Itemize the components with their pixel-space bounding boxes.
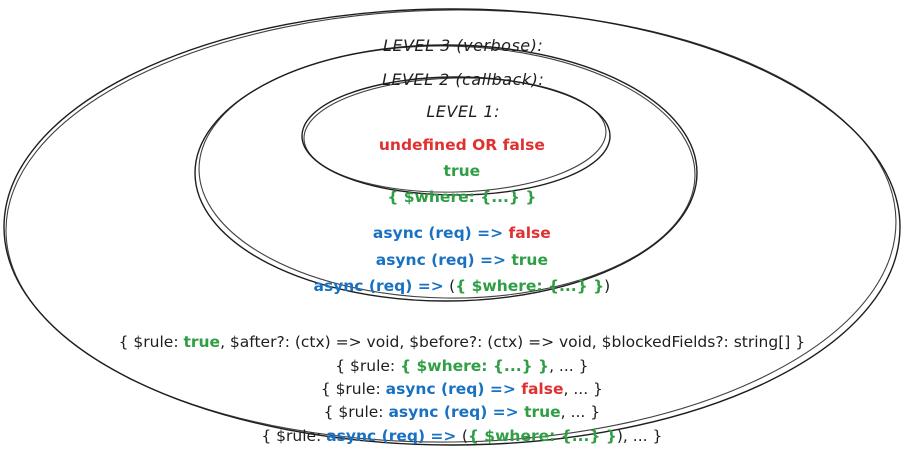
code-segment: ), ... } [616, 427, 663, 445]
level2-label: LEVEL 2 (callback): [0, 50, 904, 110]
code-segment: { $where: {...} } [467, 427, 617, 445]
level1-row-where: { $where: {...} } [0, 167, 904, 227]
level2-row-async-where: async (req) => ({ $where: {...} }) [0, 256, 904, 316]
code-segment: async (req) => [388, 403, 525, 421]
level3-label-text: LEVEL 3 (verbose): [383, 36, 544, 55]
level3-ellipse [3, 8, 901, 446]
level3-row-rule-async-false: { $rule: async (req) => false, ... } [0, 359, 904, 419]
code-segment: async (req) => [372, 224, 509, 242]
level3-row-rule-async-true: { $rule: async (req) => true, ... } [0, 382, 904, 442]
code-segment: false [508, 224, 551, 242]
code-segment: true [443, 162, 481, 180]
code-segment: ) [604, 277, 611, 295]
code-segment: true [183, 333, 221, 351]
code-segment: { $rule: [323, 403, 389, 421]
code-segment: { $rule: [335, 357, 401, 375]
code-segment: , ... } [560, 403, 601, 421]
code-segment: ( [449, 277, 456, 295]
level3-row-rule-where: { $rule: { $where: {...} }, ... } [0, 336, 904, 396]
code-segment: false [521, 380, 564, 398]
code-segment: true [524, 403, 561, 421]
code-segment: , ... } [549, 357, 589, 375]
level1-label: LEVEL 1: [0, 82, 904, 142]
code-segment: , $after?: (ctx) => void, $before?: (ctx… [220, 333, 806, 351]
code-segment: { $where: {...} } [455, 277, 605, 295]
level2-row-async-false: async (req) => false [0, 203, 904, 263]
code-segment: { $rule: [261, 427, 327, 445]
code-segment: undefined OR false [378, 136, 545, 154]
level3-row-rule-true-verbose: { $rule: true, $after?: (ctx) => void, $… [0, 312, 904, 372]
code-segment: async (req) => [385, 380, 522, 398]
code-segment: async (req) => [375, 251, 512, 269]
level2-label-text: LEVEL 2 (callback): [382, 70, 545, 89]
code-segment: { $rule: [118, 333, 184, 351]
code-segment: , ... } [563, 380, 603, 398]
code-segment: { $rule: [320, 380, 386, 398]
level1-label-text: LEVEL 1: [426, 102, 500, 121]
level1-ellipse [301, 76, 611, 196]
level2-ellipse [194, 44, 698, 302]
code-segment: { $where: {...} } [387, 188, 537, 206]
level1-row-true: true [0, 141, 904, 201]
code-segment: async (req) => [313, 277, 450, 295]
code-segment: ( [461, 427, 468, 445]
level3-row-rule-async-where: { $rule: async (req) => ({ $where: {...}… [0, 406, 904, 453]
code-segment: async (req) => [326, 427, 462, 445]
level2-row-async-true: async (req) => true [0, 230, 904, 290]
code-segment: true [511, 251, 548, 269]
level3-label: LEVEL 3 (verbose): [0, 16, 904, 76]
code-segment: { $where: {...} } [400, 357, 550, 375]
level1-row-undefined-or-false: undefined OR false [0, 115, 904, 175]
